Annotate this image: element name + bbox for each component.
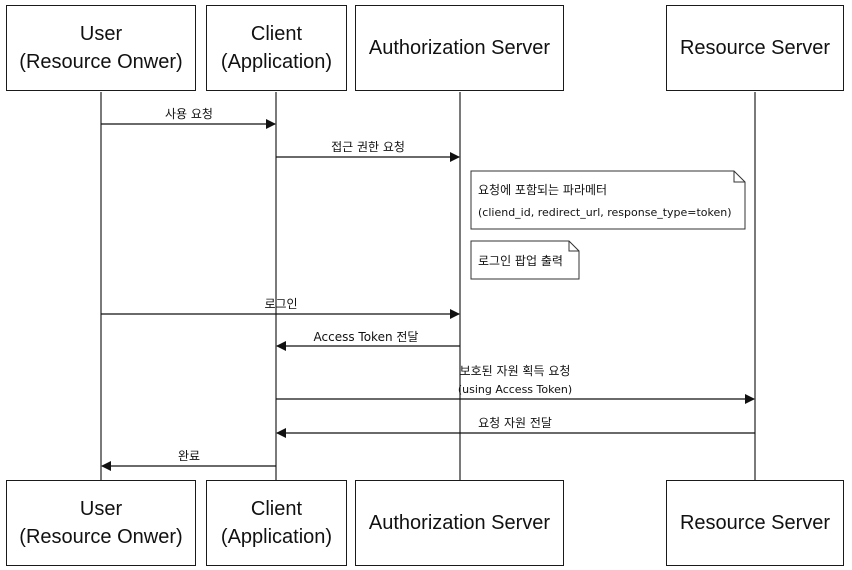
label-access-request: 접근 권한 요청 — [331, 140, 405, 154]
note-login-popup-line1: 로그인 팝업 출력 — [478, 254, 563, 268]
actor-user-role: (Resource Onwer) — [19, 526, 183, 548]
label-complete: 완료 — [178, 449, 200, 463]
actor-client-bottom: Client (Application) — [206, 480, 347, 566]
actor-auth-name: Authorization Server — [368, 37, 551, 59]
note-params-fold — [733, 171, 745, 183]
actor-user-top: User (Resource Onwer) — [6, 5, 196, 91]
actor-resource-top: Resource Server — [666, 5, 844, 91]
actor-auth-top: Authorization Server — [355, 5, 564, 91]
actor-auth-bottom: Authorization Server — [355, 480, 564, 566]
actor-client-name: Client — [250, 498, 303, 520]
label-use-request: 사용 요청 — [165, 107, 213, 121]
actor-user-name: User — [79, 23, 123, 45]
actor-client-role: (Application) — [220, 526, 333, 548]
label-resource-deliver: 요청 자원 전달 — [478, 416, 552, 430]
actor-resource-bottom: Resource Server — [666, 480, 844, 566]
note-params-line2: (cliend_id, redirect_url, response_type=… — [478, 206, 732, 219]
actor-user-name: User — [79, 498, 123, 520]
actor-user-bottom: User (Resource Onwer) — [6, 480, 196, 566]
note-login-popup-box — [470, 240, 580, 280]
actor-user-role: (Resource Onwer) — [19, 51, 183, 73]
note-params-line1: 요청에 포함되는 파라메터 — [478, 183, 607, 197]
label-token-deliver: Access Token 전달 — [314, 330, 419, 344]
actor-client-top: Client (Application) — [206, 5, 347, 91]
actor-auth-name: Authorization Server — [368, 512, 551, 534]
actor-client-name: Client — [250, 23, 303, 45]
note-login-popup-fold — [568, 241, 579, 252]
label-protected-request-sub: (using Access Token) — [458, 383, 572, 396]
actor-resource-name: Resource Server — [679, 512, 831, 534]
label-protected-request: 보호된 자원 획득 요청 — [460, 364, 571, 378]
label-login: 로그인 — [264, 297, 297, 311]
actor-resource-name: Resource Server — [679, 37, 831, 59]
note-params-box — [470, 170, 746, 230]
actor-client-role: (Application) — [220, 51, 333, 73]
